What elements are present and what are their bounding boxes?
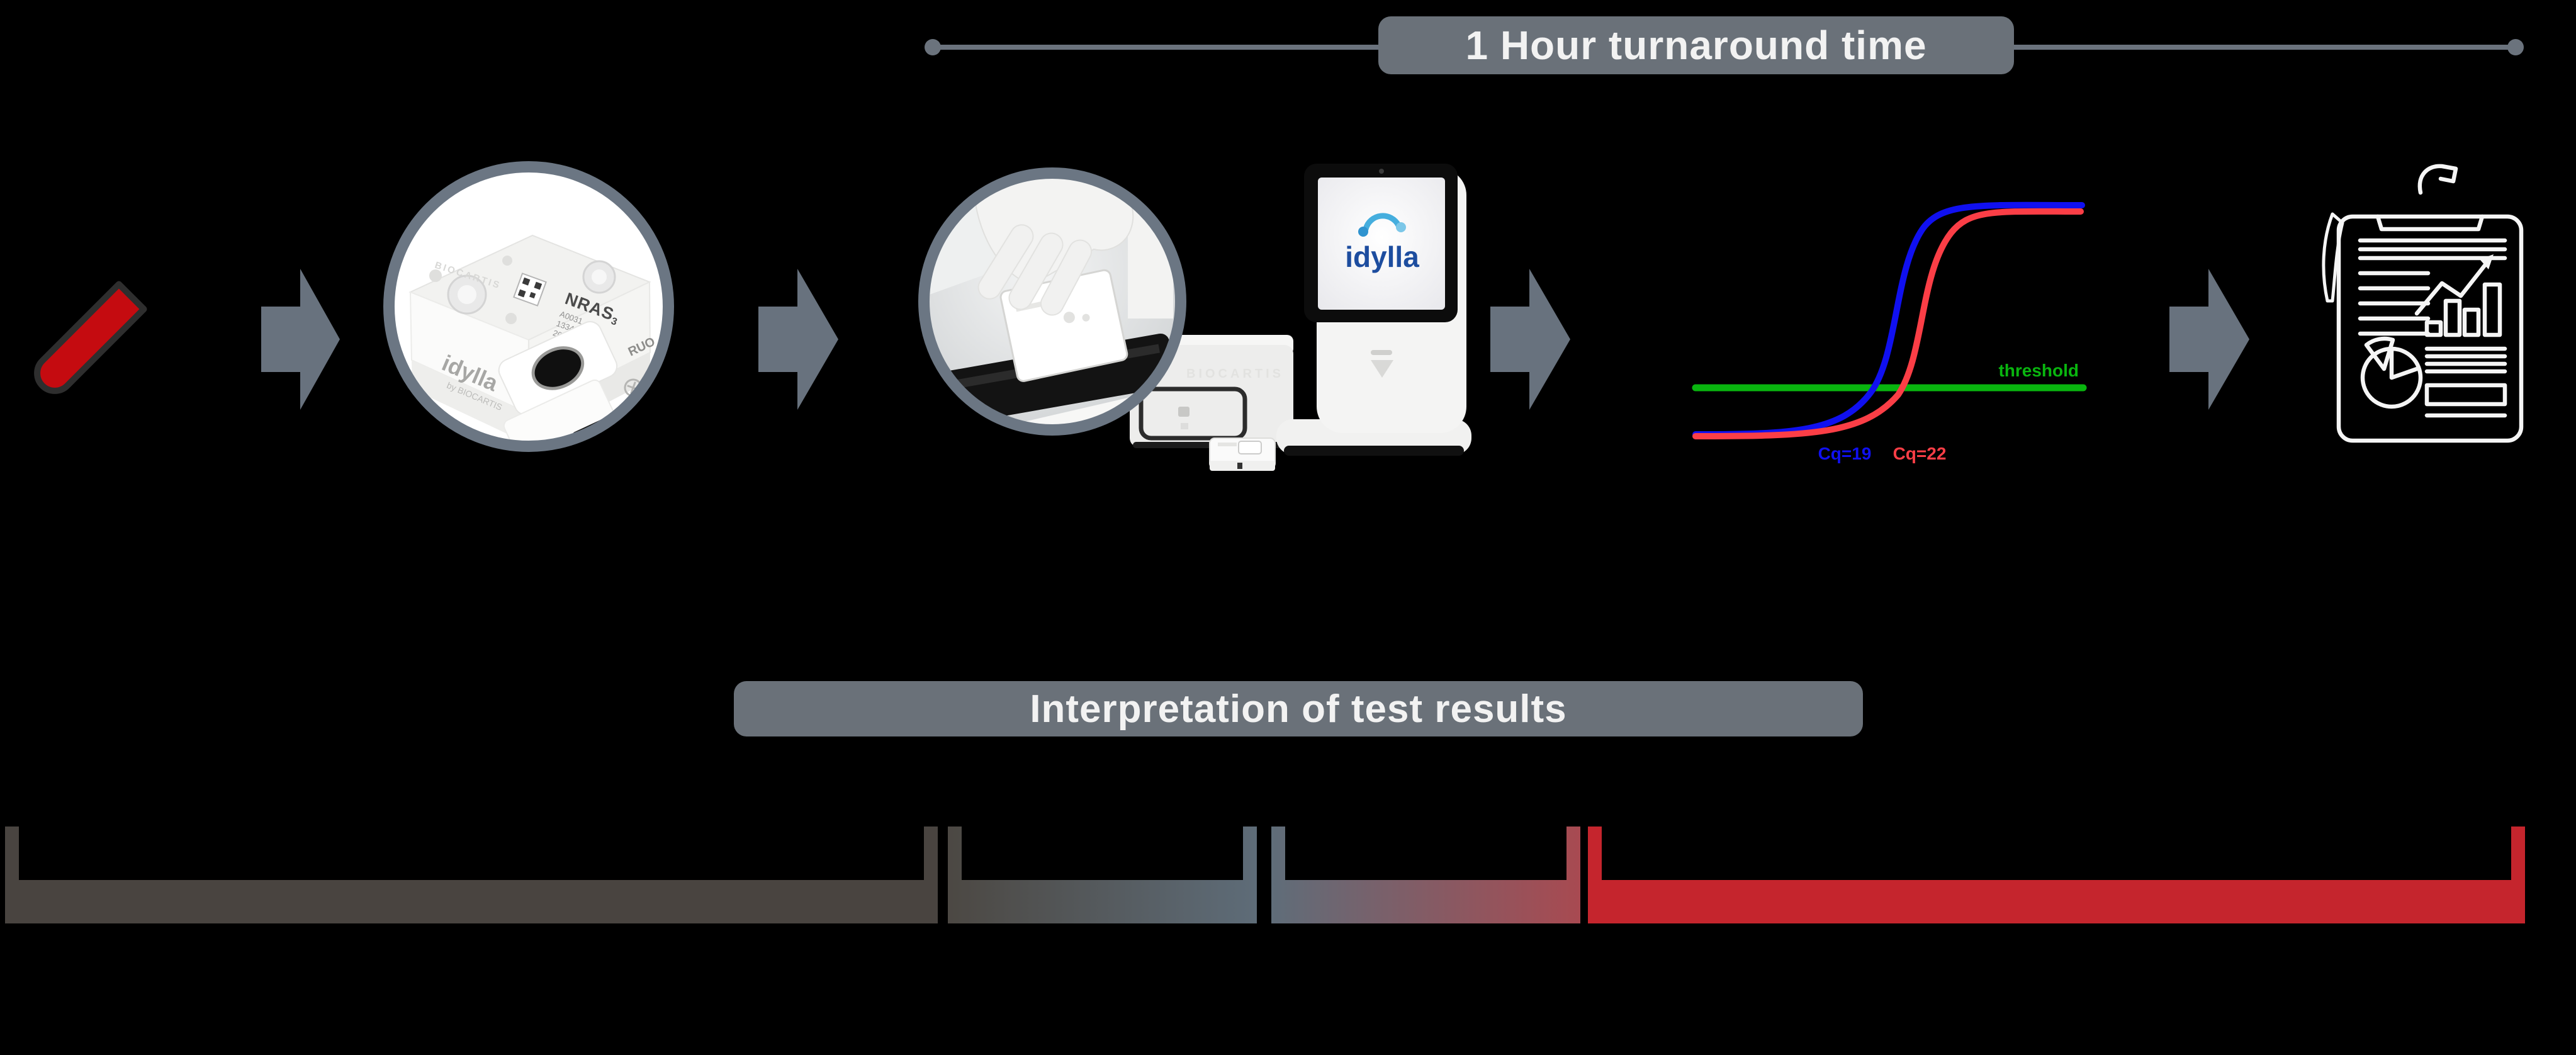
instrument-watermark: BIOCARTIS [1186,367,1284,381]
cartridge-port-1-inner [458,285,476,304]
cartridge-lower-left [412,360,527,441]
turnaround-time-label: 1 Hour turnaround time [1465,23,1927,68]
report-pie-radii [2389,346,2421,380]
photo-cartridge-dot2 [1082,313,1090,322]
report-clip-notch [2375,214,2485,232]
interpretation-scale-bar [5,827,2525,923]
kiosk-slot [1371,350,1392,355]
report-board [2336,214,2524,443]
idylla-logo: idylla [1345,213,1419,273]
instrument-drawer-outline [1139,386,1247,441]
report-bar-4 [2482,282,2502,337]
timeline-end-dot-icon [2507,39,2524,55]
cartridge-circle-ring [383,161,674,452]
report-header-lines [2358,238,2507,261]
instrument-drawer-mark [1181,423,1188,429]
report-pie-chart-icon [2360,336,2423,409]
cartridge-vent-1 [429,269,442,282]
qr-cell-2 [534,281,543,290]
idylla-console-kiosk: idylla [1276,164,1471,456]
blood-tube-body [34,281,147,394]
curve-cq22 [1692,208,2084,439]
idylla-logo-dot-left-icon [1358,227,1368,237]
glove-finger-3 [1040,239,1093,316]
turnaround-time-banner: 1 Hour turnaround time [1378,16,2014,74]
mini-cartridge-label [1218,443,1237,446]
cartridge-port-2-inner [592,269,607,285]
scale-segment-4 [1588,827,2525,923]
flow-arrow-2-icon [758,269,838,410]
qr-cell-1 [522,277,531,286]
report-band [2424,383,2507,407]
scale-segment-2 [948,827,1257,923]
report-right-lines [2424,346,2507,374]
pcr-amplification-chart: threshold Cq=19 Cq=22 [1692,201,2087,463]
report-left-lines [2358,271,2431,336]
cartridge-drawer-front [503,379,619,441]
glove-finger-2 [1008,232,1064,310]
interpretation-banner: Interpretation of test results [734,681,1863,736]
qr-cell-4 [529,291,536,299]
report-trend-line [2414,258,2491,316]
instrument-front-face [1130,345,1293,447]
timeline-start-dot-icon [925,39,941,55]
qr-cell-3 [517,289,526,298]
photo-cartridge-dot1 [1063,312,1075,324]
flow-arrow-4-icon [2169,269,2249,410]
threshold-label: threshold [1998,361,2079,380]
cartridge-illustration: BIOCARTIS NRAS3 A0031 13345878 2017-01-0… [408,234,657,441]
kiosk-camera-icon [1379,169,1384,174]
scale-segment-3 [1271,827,1580,923]
flow-arrow-3-icon [1490,269,1570,410]
sample-port-hole [531,346,585,390]
test-report-icon [2322,164,2524,443]
mini-cartridge-dot [1237,463,1242,469]
report-bar-3 [2462,307,2481,337]
report-pie-slice [2364,336,2395,371]
qr-frame [513,273,547,307]
cartridge-qr-icon [513,273,547,307]
cartridge-circle: BIOCARTIS NRAS3 A0031 13345878 2017-01-0… [383,161,674,452]
mini-cartridge-slot [1238,441,1262,454]
kiosk-foot-base [1284,446,1464,456]
report-trend-arrowhead [2480,254,2494,269]
interpretation-label: Interpretation of test results [1030,687,1567,731]
report-bar-chart-icon [2414,254,2502,337]
cq22-label: Cq=22 [1893,444,1947,463]
report-bar-2 [2443,298,2462,337]
kiosk-screen [1318,178,1445,310]
photo-circle-ring [918,167,1186,436]
blood-tube-icon [34,281,147,394]
report-pen-icon [2322,212,2344,303]
report-clip-handle [2417,164,2458,195]
idylla-logo-text: idylla [1345,240,1419,273]
idylla-base-instrument: BIOCARTIS [1130,335,1293,471]
curve-cq19 [1692,201,2085,437]
mini-cartridge [1209,437,1276,471]
idylla-logo-dot-right-icon [1396,222,1406,232]
cartridge-vent-3 [505,313,517,324]
idylla-logo-arc-icon [1363,213,1402,232]
cq19-label: Cq=19 [1818,444,1872,463]
gloved-hand [973,178,1134,316]
report-bar-1 [2424,320,2443,337]
cartridge-vent-2 [502,256,512,266]
flow-arrow-1-icon [261,269,340,410]
kiosk-pointer [1371,360,1393,378]
instrument-drawer-button [1178,407,1190,417]
glove-finger-1 [977,224,1034,300]
cartridge-sample-port [498,321,618,415]
scale-segment-1 [5,827,938,923]
